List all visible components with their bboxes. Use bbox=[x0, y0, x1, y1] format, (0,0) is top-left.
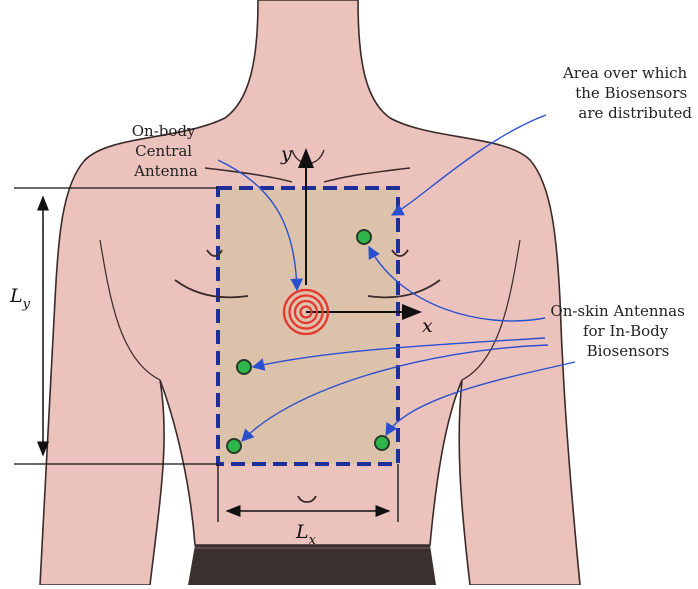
central-antenna-label: On-body Central Antenna bbox=[132, 122, 201, 180]
sensor-icon bbox=[357, 230, 371, 244]
x-axis-label: x bbox=[422, 315, 433, 337]
sensor-icon bbox=[227, 439, 241, 453]
sensor-icon bbox=[375, 436, 389, 450]
biosensor-area bbox=[218, 188, 398, 464]
onskin-antennas-label: On-skin Antennas for In-Body Biosensors bbox=[550, 302, 689, 360]
pants bbox=[188, 545, 436, 585]
ly-label: Ly bbox=[9, 285, 31, 312]
area-label: Area over which the Biosensors are distr… bbox=[562, 64, 692, 122]
sensor-icon bbox=[237, 360, 251, 374]
y-axis-label: y bbox=[280, 143, 292, 165]
